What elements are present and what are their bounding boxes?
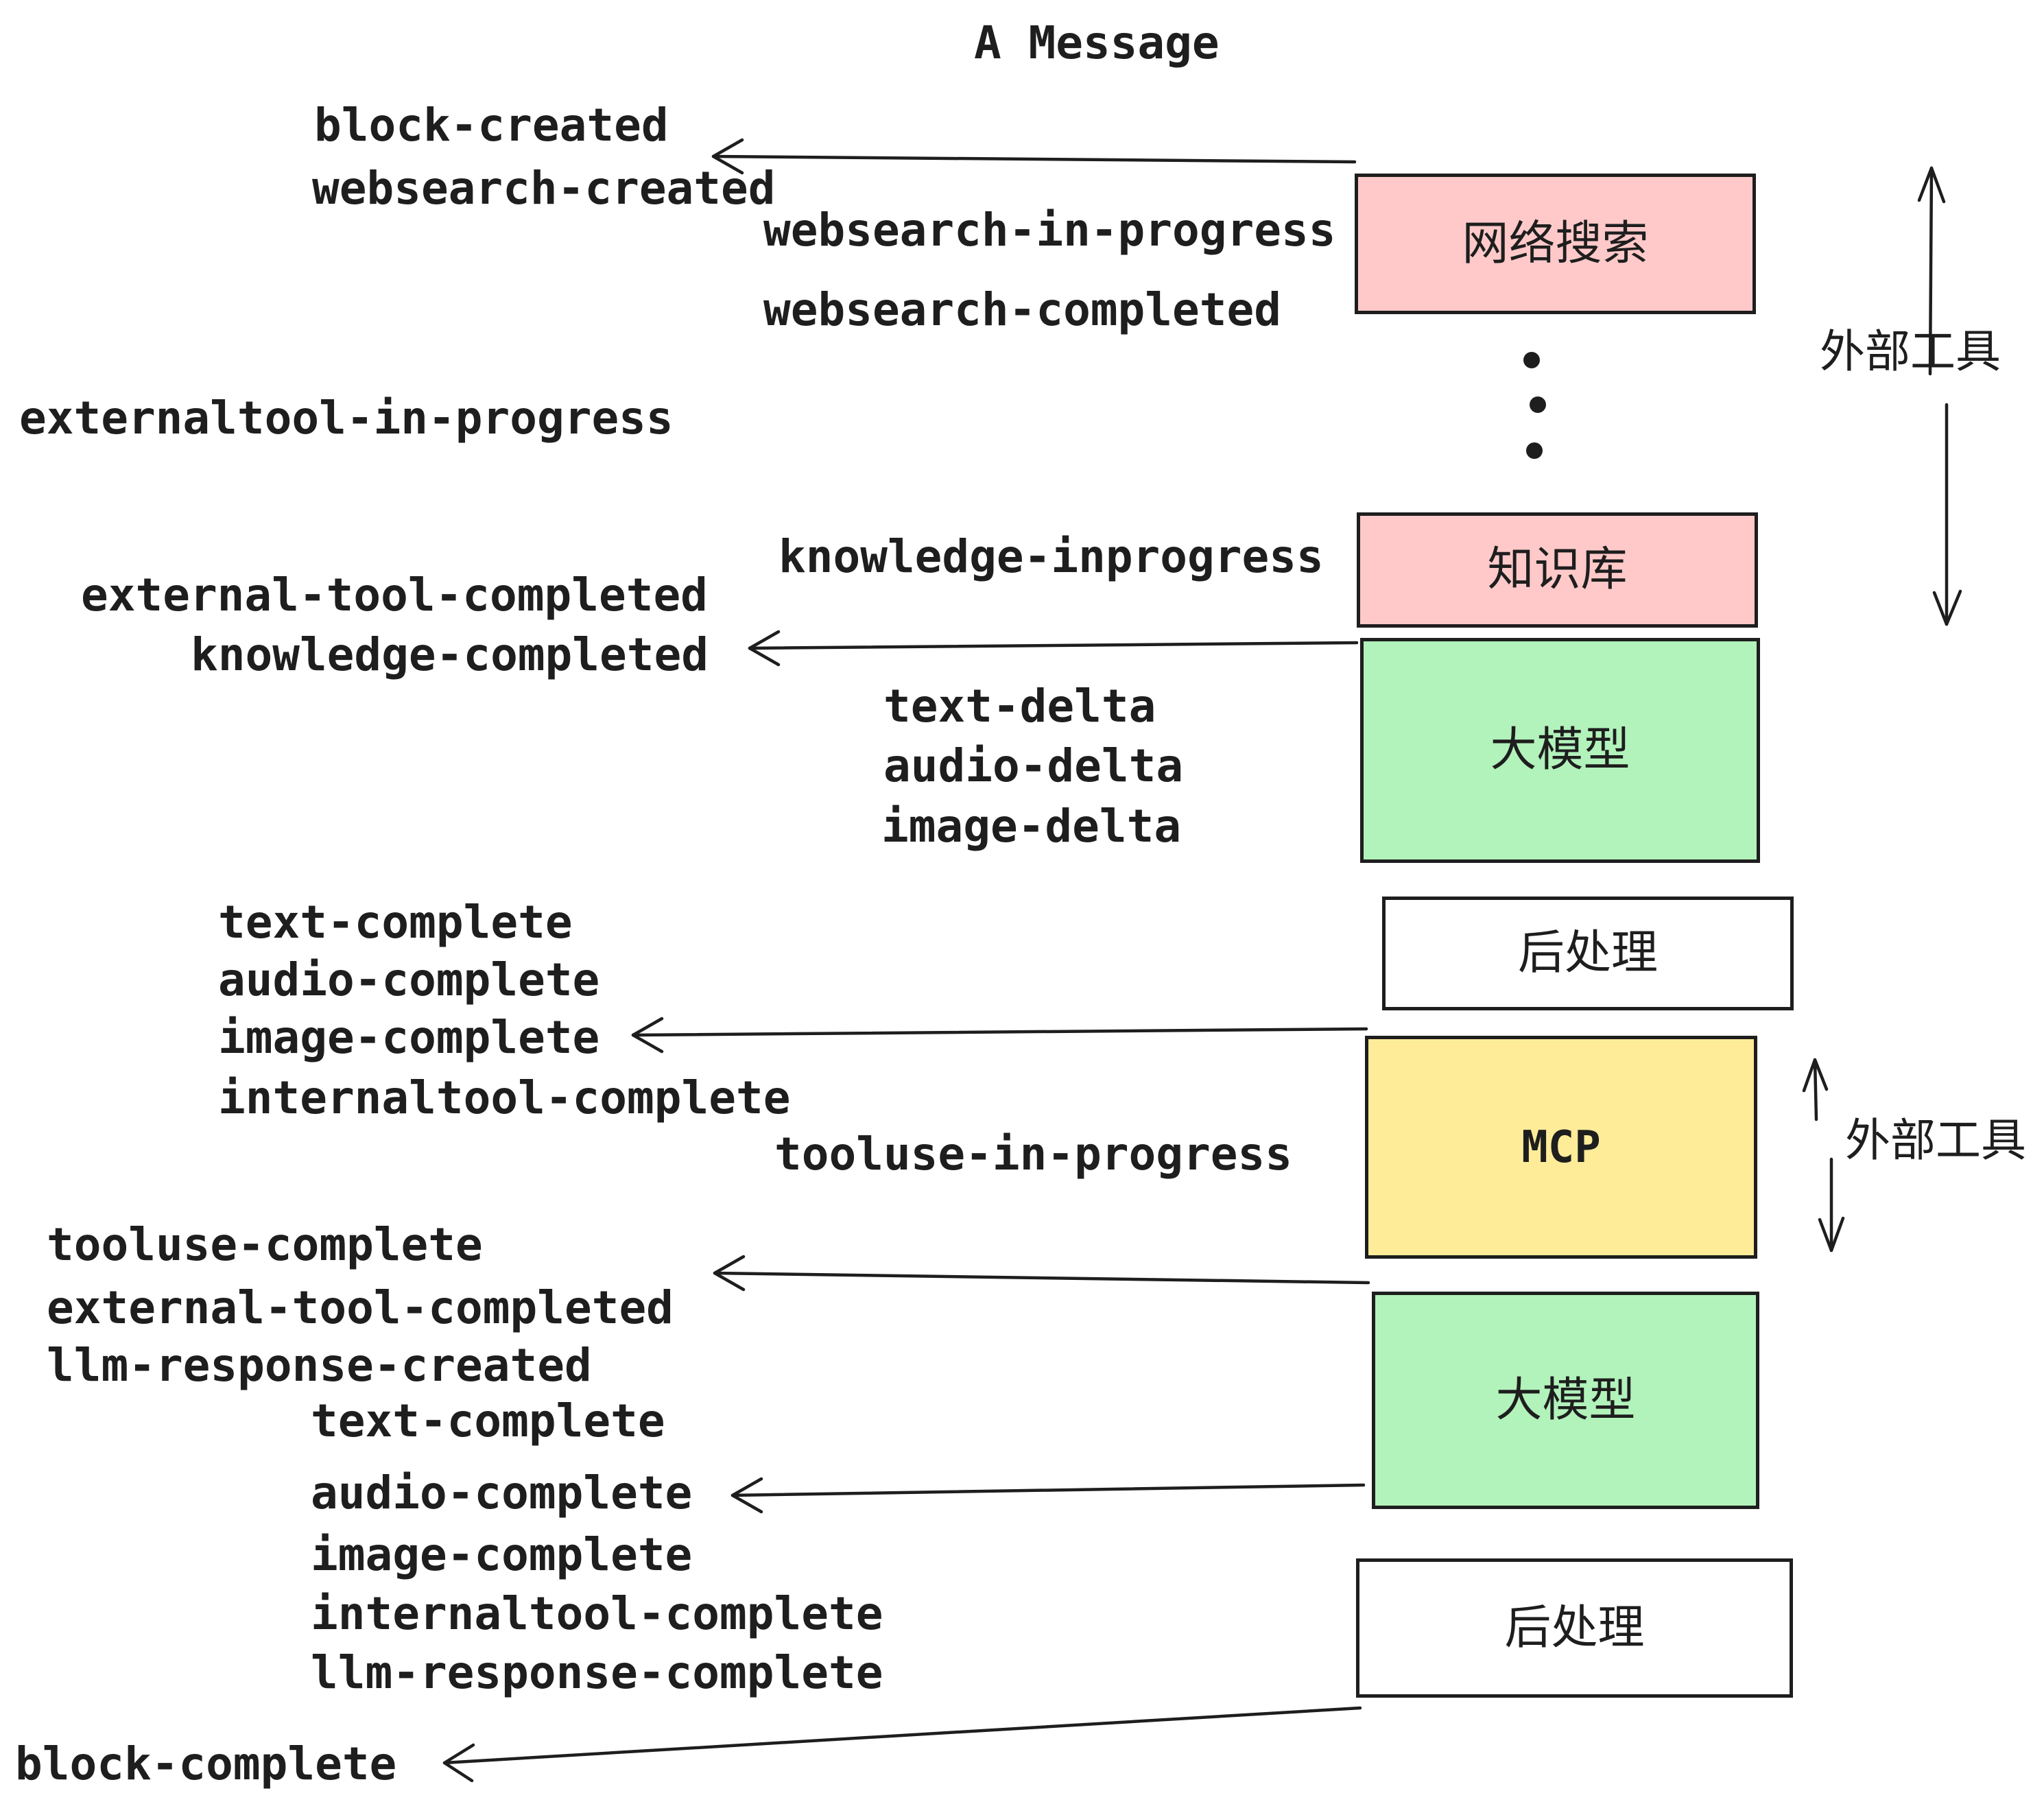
arrow-to-knowledge-completed	[748, 630, 1359, 667]
arrow-to-image-complete	[631, 1017, 1368, 1054]
node-websearch: 网络搜索	[1355, 174, 1756, 314]
node-llm-2-label: 大模型	[1495, 1373, 1636, 1427]
arrow-external-tools-down-1	[1932, 403, 1962, 626]
event-tooluse-in-progress: tooluse-in-progress	[774, 1128, 1292, 1180]
event-text-complete-2: text-complete	[311, 1394, 665, 1447]
event-websearch-completed: websearch-completed	[763, 283, 1281, 336]
event-image-complete-2: image-complete	[311, 1528, 693, 1581]
arrow-to-tooluse-complete	[713, 1255, 1370, 1292]
event-block-complete: block-complete	[15, 1737, 397, 1790]
arrow-external-tools-down-2	[1818, 1157, 1845, 1253]
event-externaltool-in-progress: externaltool-in-progress	[19, 392, 674, 444]
node-llm-2: 大模型	[1372, 1292, 1759, 1509]
diagram-title: A Message	[974, 16, 1220, 69]
event-websearch-created: websearch-created	[312, 162, 776, 215]
arrow-to-block-complete	[442, 1706, 1362, 1783]
event-knowledge-completed: knowledge-completed	[191, 628, 709, 681]
node-postprocess-2: 后处理	[1356, 1558, 1793, 1698]
node-postprocess-2-label: 后处理	[1504, 1600, 1645, 1655]
event-websearch-in-progress: websearch-in-progress	[763, 204, 1336, 257]
side-label-external-tools-mcp: 外部工具	[1845, 1114, 2026, 1167]
ellipsis-dots	[1523, 352, 1546, 459]
event-llm-response-created: llm-response-created	[47, 1339, 592, 1392]
event-external-tool-completed-2: external-tool-completed	[47, 1281, 674, 1334]
event-knowledge-inprogress: knowledge-inprogress	[779, 530, 1324, 583]
node-knowledge: 知识库	[1357, 512, 1758, 628]
event-llm-response-complete: llm-response-complete	[311, 1646, 883, 1699]
event-internaltool-complete-2: internaltool-complete	[311, 1587, 883, 1640]
node-websearch-label: 网络搜索	[1462, 216, 1649, 271]
event-audio-delta-1: audio-delta	[883, 739, 1184, 792]
node-postprocess-1-label: 后处理	[1517, 926, 1658, 980]
event-tooluse-complete: tooluse-complete	[47, 1218, 483, 1271]
node-mcp-label: MCP	[1521, 1121, 1601, 1173]
event-external-tool-completed: external-tool-completed	[81, 569, 708, 621]
event-text-delta-1: text-delta	[883, 680, 1156, 733]
event-audio-complete-1: audio-complete	[218, 953, 600, 1006]
event-internaltool-complete-1: internaltool-complete	[218, 1071, 791, 1124]
event-image-complete-1: image-complete	[218, 1011, 600, 1064]
node-llm-1-label: 大模型	[1490, 723, 1630, 777]
arrow-to-block-created	[711, 138, 1357, 175]
node-llm-1: 大模型	[1360, 638, 1760, 863]
event-block-created: block-created	[314, 99, 669, 152]
side-label-external-tools-top: 外部工具	[1820, 325, 2001, 378]
node-knowledge-label: 知识库	[1487, 543, 1628, 597]
node-postprocess-1: 后处理	[1382, 897, 1794, 1010]
arrow-to-audio-complete	[730, 1477, 1366, 1514]
node-mcp: MCP	[1365, 1036, 1757, 1259]
arrow-external-tools-up-2	[1802, 1058, 1829, 1121]
event-image-delta-1: image-delta	[881, 800, 1182, 853]
event-audio-complete-2: audio-complete	[311, 1467, 693, 1519]
event-text-complete-1: text-complete	[218, 896, 573, 949]
